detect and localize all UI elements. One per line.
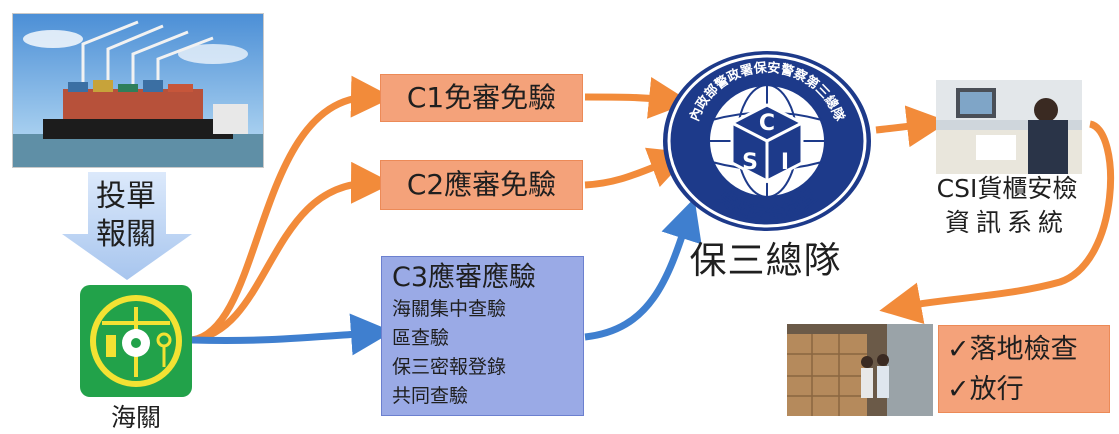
- arrow-system-to-result: [879, 120, 1114, 324]
- declaration-label: 投單 報關: [88, 178, 164, 254]
- csi-system-label: CSI貨櫃安檢 資訊系統: [900, 172, 1114, 240]
- channel-c3-box: C3應審應驗 海關集中查驗 區查驗 保三密報登錄 共同查驗: [381, 256, 584, 416]
- inspection-office-photo: [936, 80, 1082, 174]
- declaration-line2: 報關: [96, 217, 156, 252]
- arrow-csi-to-system: [875, 105, 949, 148]
- cargo-container-photo: [787, 324, 933, 416]
- channel-c1-box: C1免審免驗: [380, 74, 583, 122]
- csi-emblem-icon: C S I 內政部警政署保安警察第三總隊 貨櫃安全檢查: [663, 51, 871, 231]
- system-line1: CSI貨櫃安檢: [936, 174, 1078, 203]
- result-item: ✓放行: [947, 374, 1024, 405]
- arrow-c2-to-csi: [584, 147, 692, 189]
- channel-c3-item: 區查驗: [392, 327, 450, 349]
- result-box: ✓落地檢查 ✓放行: [938, 325, 1110, 413]
- emblem-letter: C: [759, 111, 775, 136]
- emblem-letter: I: [781, 150, 789, 175]
- system-line2: 資訊系統: [944, 208, 1069, 237]
- channel-c3-item: 保三密報登錄: [392, 356, 507, 378]
- result-item: ✓落地檢查: [947, 334, 1078, 365]
- arrow-c1-to-csi: [584, 77, 691, 119]
- csi-unit-name: 保三總隊: [689, 239, 842, 282]
- arrow-c3-to-csi: [584, 198, 702, 341]
- channel-c3-title: C3應審應驗: [392, 262, 537, 293]
- flow-arrows: [191, 75, 1114, 356]
- channel-c3-item: 海關集中查驗: [392, 298, 507, 320]
- customs-label: 海關: [110, 403, 161, 432]
- container-ship-photo: [12, 13, 264, 168]
- arrow-customs-to-c3: [191, 313, 393, 356]
- declaration-line1: 投單: [96, 179, 156, 214]
- channel-c2-box: C2應審免驗: [380, 160, 583, 210]
- down-arrow-icon: [62, 172, 192, 280]
- channel-c3-item: 共同查驗: [392, 385, 469, 407]
- customs-emblem-icon: [80, 285, 192, 397]
- arrow-customs-to-c2: [191, 161, 393, 344]
- arrow-customs-to-c1: [191, 75, 393, 344]
- emblem-letter: S: [742, 150, 758, 175]
